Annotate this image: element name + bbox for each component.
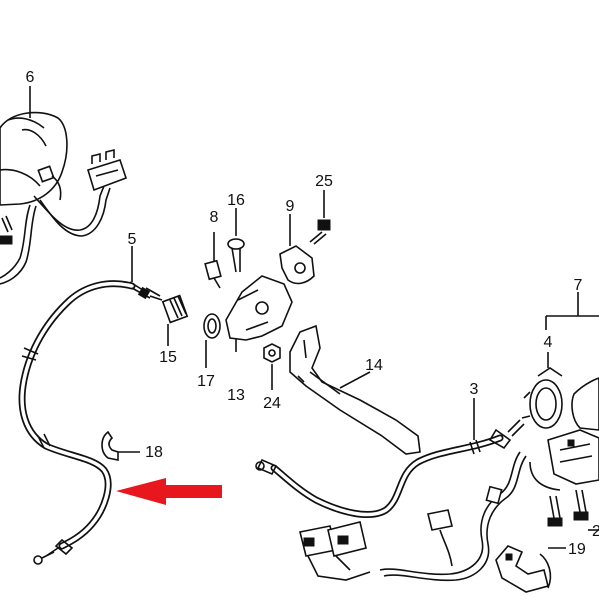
callout-2: 2	[592, 523, 599, 540]
part-9-clamp	[279, 214, 315, 285]
callout-13: 13	[227, 387, 245, 404]
callout-9: 9	[286, 198, 295, 215]
callout-7: 7	[574, 277, 583, 294]
callout-16: 16	[227, 192, 245, 209]
part-4-switch	[521, 352, 563, 429]
part-15-adjuster	[161, 294, 189, 346]
part-25-screw	[309, 190, 331, 245]
callout-19: 19	[568, 541, 586, 558]
part-16-pin	[227, 208, 245, 273]
callout-labels: 6 5 8 16 9 25 15 17 13 24 14 3 7 4 18 2 …	[26, 69, 599, 558]
part-6-switch-housing	[0, 86, 128, 285]
part-3-cable	[255, 398, 525, 519]
callout-17: 17	[197, 373, 215, 390]
part-7-switch-assembly	[379, 292, 599, 582]
callout-25: 25	[315, 173, 333, 190]
part-24-nut	[263, 343, 281, 390]
callout-24: 24	[263, 395, 281, 412]
callout-4: 4	[544, 334, 553, 351]
part-18-cable-clamp	[101, 430, 140, 461]
connectors	[299, 509, 453, 581]
callout-8: 8	[210, 209, 219, 226]
part-19-bracket	[495, 545, 566, 593]
callout-14: 14	[365, 357, 383, 374]
callout-6: 6	[26, 69, 35, 86]
callout-3: 3	[470, 381, 479, 398]
part-5-cable	[18, 246, 163, 565]
part-13-lever-bracket	[225, 275, 293, 352]
part-14-lever	[289, 324, 421, 455]
highlight-arrow	[116, 478, 222, 505]
part-8-screw	[204, 232, 222, 289]
part-17-nut	[203, 313, 221, 368]
callout-15: 15	[159, 349, 177, 366]
callout-5: 5	[128, 231, 137, 248]
callout-18: 18	[145, 444, 163, 461]
